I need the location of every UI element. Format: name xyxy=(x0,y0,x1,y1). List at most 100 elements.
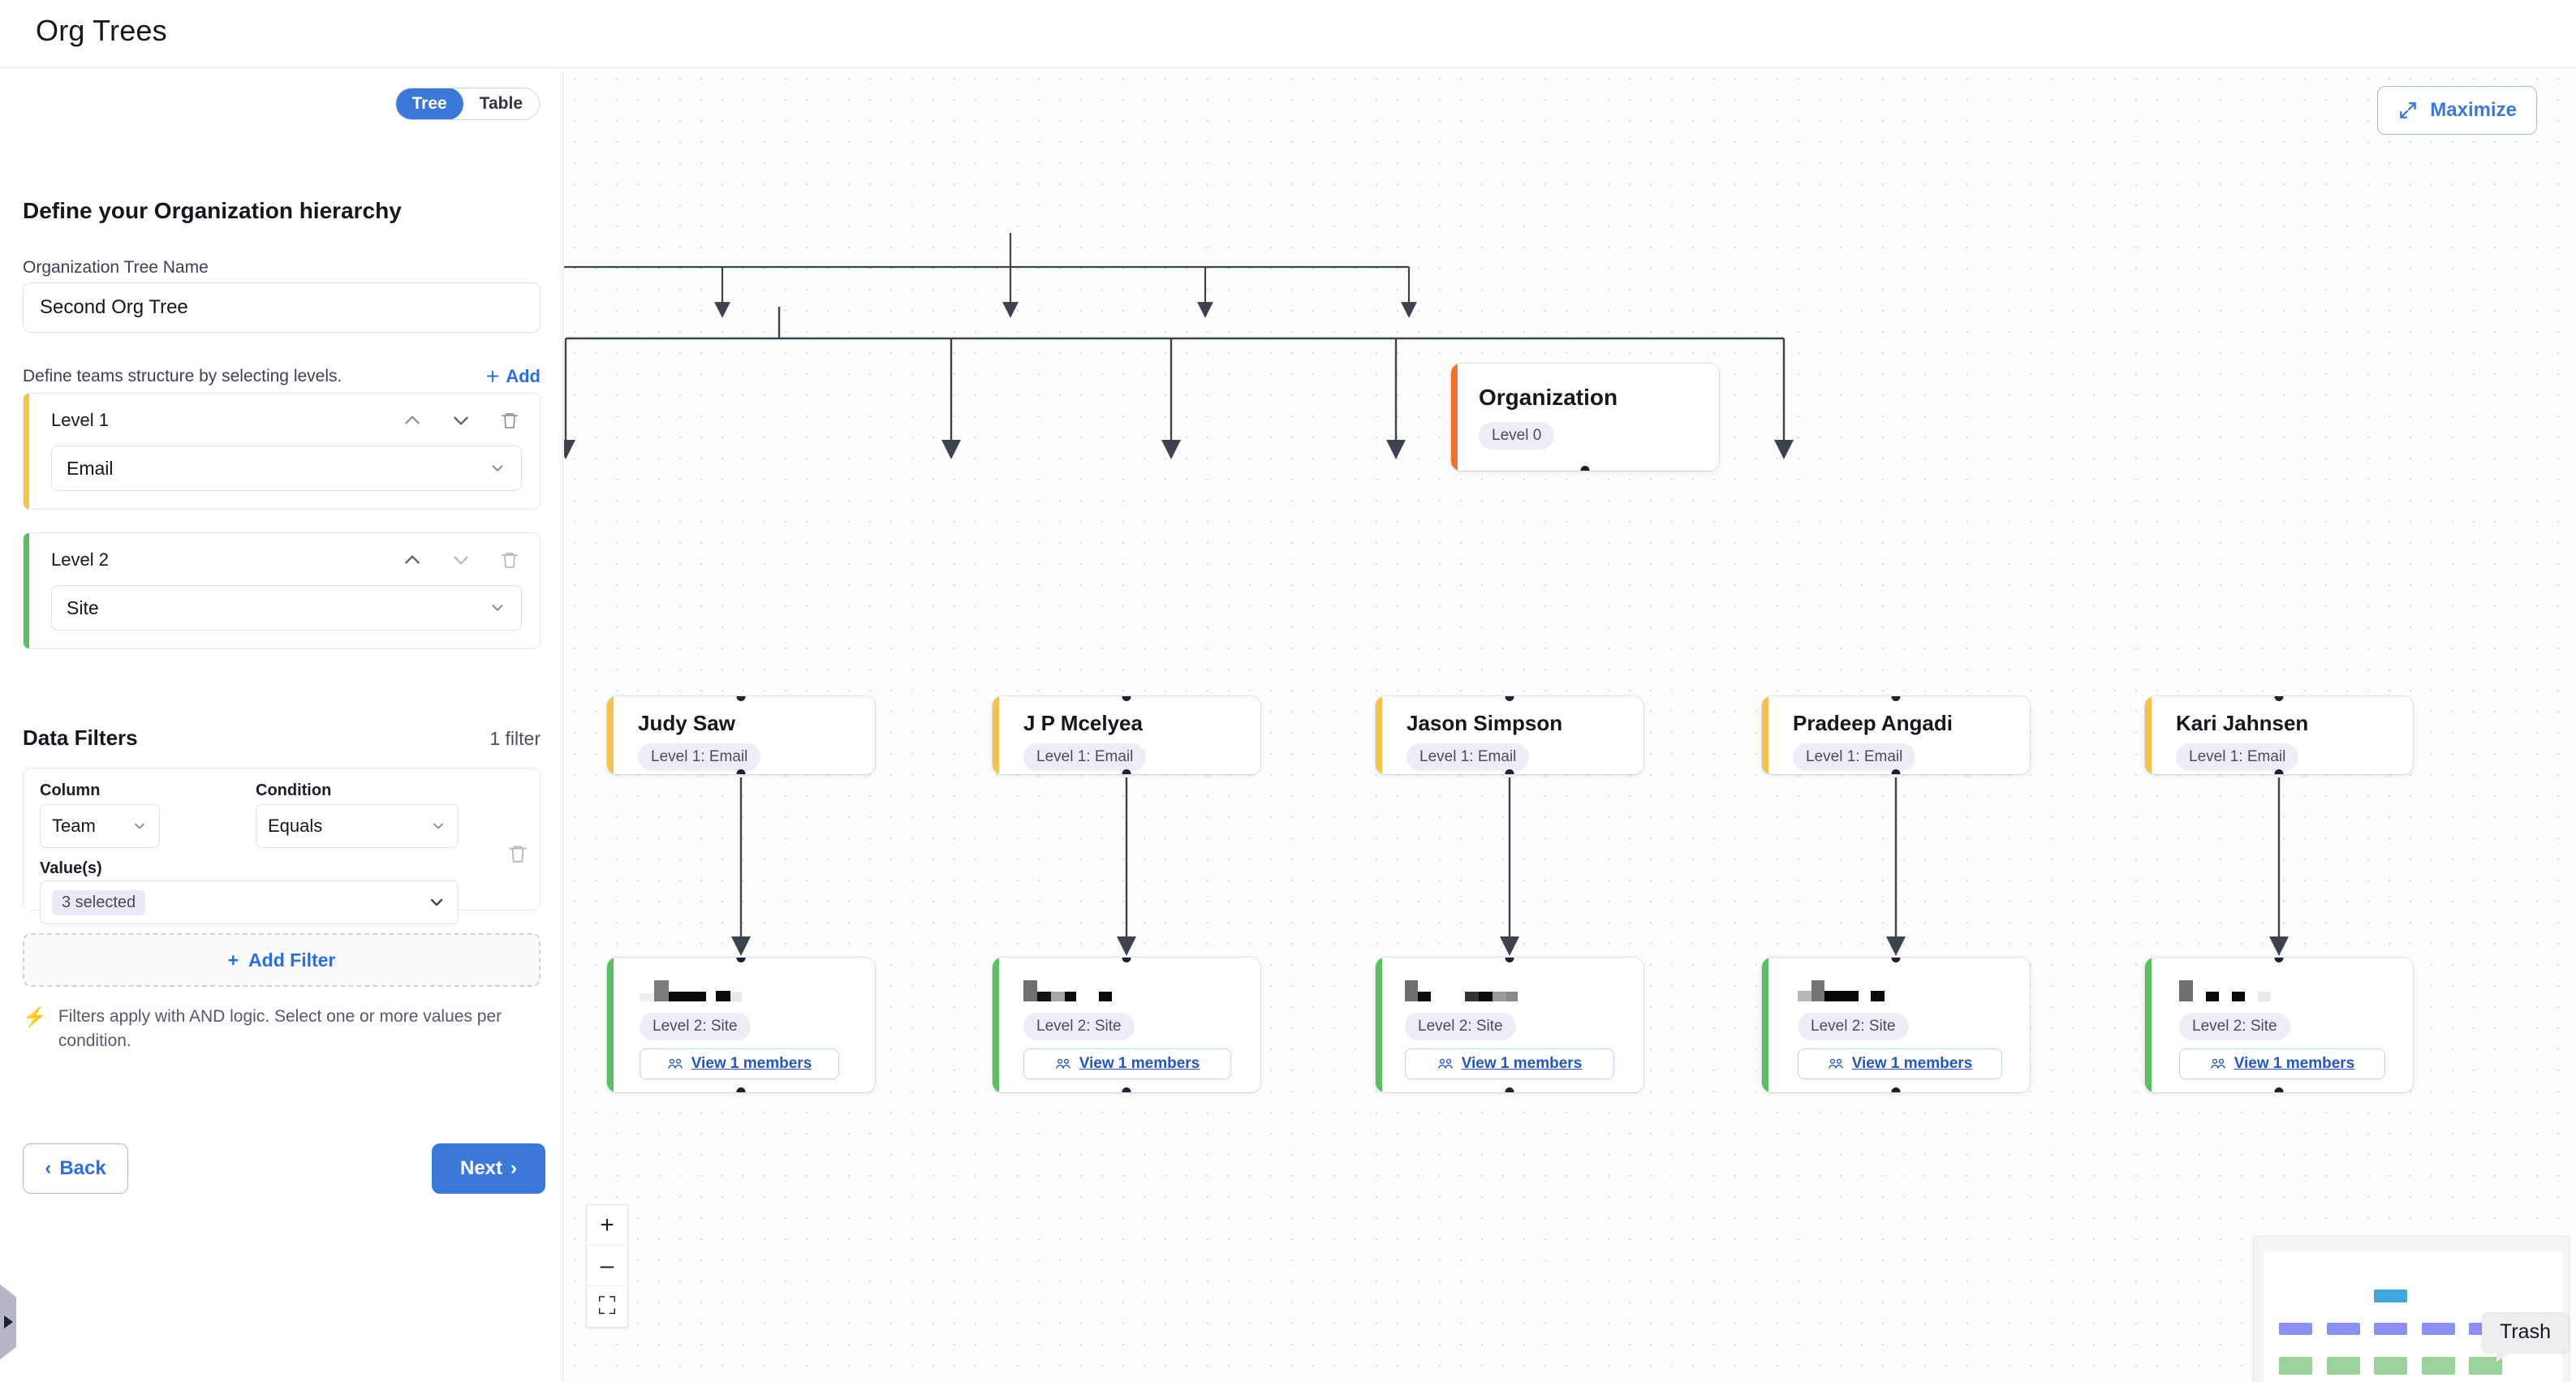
tree-node-level2-5[interactable]: Level 2: Site View 1 members xyxy=(2145,958,2413,1092)
level2-bottom-handle[interactable] xyxy=(1505,1087,1514,1092)
tree-node-level2-1[interactable]: Level 2: Site View 1 members xyxy=(607,958,875,1092)
redacted-node-title xyxy=(1023,974,1112,1001)
tree-node-level2-3[interactable]: Level 2: Site View 1 members xyxy=(1376,958,1643,1092)
filter-column-label: Column xyxy=(40,781,101,799)
panel-heading: Define your Organization hierarchy xyxy=(23,198,402,223)
level2-bottom-handle[interactable] xyxy=(1891,1087,1901,1092)
view-members-button[interactable]: View 1 members xyxy=(1798,1048,2002,1079)
level1-bottom-handle[interactable] xyxy=(1122,769,1131,774)
tree-node-level1-2[interactable]: J P Mcelyea Level 1: Email xyxy=(993,696,1260,774)
filter-count: 1 filter xyxy=(489,728,541,749)
level1-node-title: Pradeep Angadi xyxy=(1793,711,1953,735)
filter-values-select[interactable]: 3 selected xyxy=(40,880,459,924)
level1-bottom-handle[interactable] xyxy=(1505,769,1514,774)
filter-condition-select[interactable]: Equals xyxy=(256,804,459,848)
toggle-tree-view[interactable]: Tree xyxy=(395,88,463,119)
level2-top-handle[interactable] xyxy=(736,958,746,962)
trash-icon[interactable] xyxy=(498,548,522,572)
expand-arrows-icon xyxy=(2400,102,2417,118)
tree-node-level2-2[interactable]: Level 2: Site View 1 members xyxy=(993,958,1260,1092)
chevron-right-icon: › xyxy=(510,1157,518,1179)
level1-node-badge: Level 1: Email xyxy=(1023,743,1147,771)
zoom-out-button[interactable]: – xyxy=(587,1246,627,1286)
page-title: Org Trees xyxy=(36,14,167,47)
level2-bottom-handle[interactable] xyxy=(736,1087,746,1092)
org-tree-canvas[interactable]: Maximize xyxy=(564,68,2576,1382)
view-members-label: View 1 members xyxy=(1461,1055,1583,1072)
lightning-icon: ⚡ xyxy=(23,1006,47,1028)
level1-node-title: Kari Jahnsen xyxy=(2176,711,2309,735)
level-card-2[interactable]: Level 2 Site xyxy=(23,532,541,649)
org-name-label: Organization Tree Name xyxy=(23,258,209,277)
minimap-node-root xyxy=(2374,1289,2407,1302)
maximize-button[interactable]: Maximize xyxy=(2377,86,2537,135)
zoom-in-button[interactable]: + xyxy=(587,1205,627,1246)
trash-icon[interactable] xyxy=(498,408,522,433)
data-filters-title: Data Filters xyxy=(23,725,138,750)
chevron-down-icon[interactable] xyxy=(449,408,473,433)
next-button[interactable]: Next › xyxy=(432,1143,545,1194)
level-1-column-value: Email xyxy=(67,457,114,479)
filter-values-chip: 3 selected xyxy=(52,889,146,915)
chevron-up-icon[interactable] xyxy=(400,548,424,572)
redacted-node-title xyxy=(2179,974,2271,1001)
chevron-up-icon[interactable] xyxy=(400,408,424,433)
level1-node-badge: Level 1: Email xyxy=(1406,743,1530,771)
tree-node-level1-4[interactable]: Pradeep Angadi Level 1: Email xyxy=(1762,696,2030,774)
level-2-column-select[interactable]: Site xyxy=(51,585,522,631)
chevron-down-icon[interactable] xyxy=(449,548,473,572)
level-1-column-select[interactable]: Email xyxy=(51,446,522,491)
level2-top-handle[interactable] xyxy=(1122,958,1131,962)
level1-color-stripe xyxy=(607,696,614,774)
level2-node-badge: Level 2: Site xyxy=(640,1013,751,1040)
level1-bottom-handle[interactable] xyxy=(2274,769,2284,774)
level-card-1[interactable]: Level 1 Email xyxy=(23,393,541,510)
plus-icon: + xyxy=(227,949,239,971)
tree-node-root[interactable]: Organization Level 0 xyxy=(1451,364,1719,471)
level2-bottom-handle[interactable] xyxy=(1122,1087,1131,1092)
back-button[interactable]: ‹ Back xyxy=(23,1143,128,1194)
root-bottom-handle[interactable] xyxy=(1580,466,1590,471)
level2-bottom-handle[interactable] xyxy=(2274,1087,2284,1092)
level2-node-badge: Level 2: Site xyxy=(1023,1013,1135,1040)
filters-hint-text: Filters apply with AND logic. Select one… xyxy=(58,1007,502,1051)
panel-collapse-handle[interactable] xyxy=(0,1283,16,1361)
level1-bottom-handle[interactable] xyxy=(736,769,746,774)
level2-top-handle[interactable] xyxy=(1891,958,1901,962)
minimap[interactable]: Trash xyxy=(2253,1236,2570,1382)
root-node-badge: Level 0 xyxy=(1479,422,1555,450)
view-members-button[interactable]: View 1 members xyxy=(2179,1048,2385,1079)
level1-bottom-handle[interactable] xyxy=(1891,769,1901,774)
level2-top-handle[interactable] xyxy=(1505,958,1514,962)
view-members-label: View 1 members xyxy=(1851,1055,1973,1072)
zoom-controls: + – ⛶ xyxy=(586,1204,628,1328)
level1-top-handle[interactable] xyxy=(2274,696,2284,701)
tree-node-level1-5[interactable]: Kari Jahnsen Level 1: Email xyxy=(2145,696,2413,774)
level1-top-handle[interactable] xyxy=(1505,696,1514,701)
view-members-button[interactable]: View 1 members xyxy=(1405,1048,1614,1079)
filter-column-select[interactable]: Team xyxy=(40,804,160,848)
delete-filter-button[interactable] xyxy=(507,843,528,868)
level1-top-handle[interactable] xyxy=(736,696,746,701)
tree-node-level2-4[interactable]: Level 2: Site View 1 members xyxy=(1762,958,2030,1092)
root-color-stripe xyxy=(1451,364,1458,471)
view-toggle: Tree Table xyxy=(394,88,540,120)
org-name-input[interactable] xyxy=(23,282,541,333)
level-2-column-value: Site xyxy=(67,596,99,618)
level1-top-handle[interactable] xyxy=(1891,696,1901,701)
minimap-node-level1 xyxy=(2327,1323,2360,1335)
maximize-label: Maximize xyxy=(2430,99,2517,121)
tree-node-level1-3[interactable]: Jason Simpson Level 1: Email xyxy=(1376,696,1643,774)
toggle-table-view[interactable]: Table xyxy=(463,88,539,119)
add-level-button[interactable]: + Add xyxy=(486,365,541,388)
level1-top-handle[interactable] xyxy=(1122,696,1131,701)
fit-view-button[interactable]: ⛶ xyxy=(587,1286,627,1327)
level-1-color-stripe xyxy=(24,394,29,509)
level2-top-handle[interactable] xyxy=(2274,958,2284,962)
tree-node-level1-1[interactable]: Judy Saw Level 1: Email xyxy=(607,696,875,774)
level2-color-stripe xyxy=(1376,958,1382,1092)
level-1-title: Level 1 xyxy=(51,410,109,430)
add-filter-button[interactable]: + Add Filter xyxy=(23,933,541,987)
view-members-button[interactable]: View 1 members xyxy=(640,1048,839,1079)
view-members-button[interactable]: View 1 members xyxy=(1023,1048,1231,1079)
